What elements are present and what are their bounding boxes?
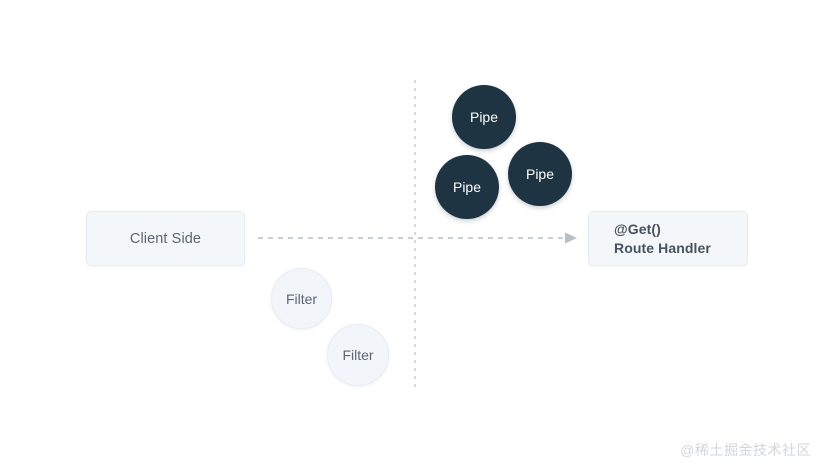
pipe-node-1-label: Pipe: [469, 109, 499, 125]
route-handler-label: Route Handler: [614, 239, 711, 256]
filter-node-1-label: Filter: [285, 290, 318, 307]
filter-node-1[interactable]: Filter: [271, 268, 332, 329]
client-side-label: Client Side: [129, 230, 202, 247]
client-side-box[interactable]: Client Side: [86, 211, 245, 266]
filter-node-2[interactable]: Filter: [327, 324, 389, 386]
route-handler-decorator: @Get(): [614, 220, 661, 237]
pipe-node-3-label: Pipe: [452, 179, 482, 195]
dashed-flow-arrow: [258, 232, 577, 244]
pipe-node-2[interactable]: Pipe: [508, 142, 572, 206]
pipe-node-3[interactable]: Pipe: [435, 155, 499, 219]
pipe-node-2-label: Pipe: [525, 166, 555, 182]
pipe-node-1[interactable]: Pipe: [452, 85, 516, 149]
filter-node-2-label: Filter: [342, 347, 374, 363]
dashed-vertical-divider: [414, 80, 416, 388]
watermark-text: @稀土掘金技术社区: [680, 442, 811, 458]
route-handler-box[interactable]: @Get() Route Handler: [588, 211, 748, 266]
